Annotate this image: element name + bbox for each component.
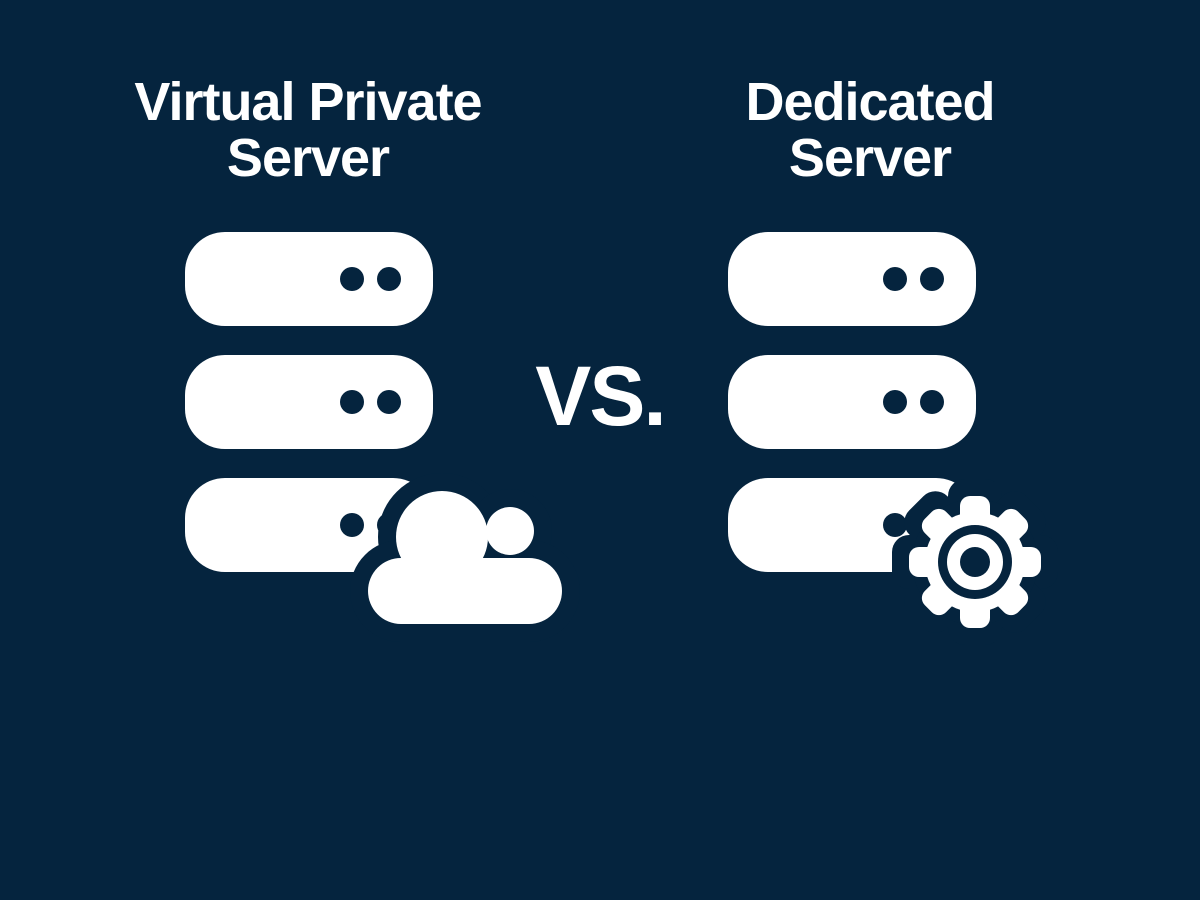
vps-title: Virtual Private Server: [88, 74, 528, 186]
server-led-dot: [920, 267, 944, 291]
server-row: [185, 232, 433, 326]
gear-icon-hub-hole: [960, 547, 990, 577]
server-led-dot: [340, 267, 364, 291]
server-led-dot: [377, 390, 401, 414]
vps-title-line2: Server: [226, 128, 390, 189]
server-row: [728, 232, 976, 326]
dedicated-server-stack-icon: [728, 232, 1058, 645]
dedicated-title-line1: Dedicated: [745, 72, 995, 132]
server-led-dot: [883, 267, 907, 291]
vps-title-line1: Virtual Private: [134, 72, 482, 132]
cloud-icon: [350, 473, 580, 642]
server-led-dot: [883, 390, 907, 414]
server-led-dot: [883, 513, 907, 537]
server-led-dot: [340, 513, 364, 537]
gear-icon: [892, 479, 1058, 645]
dedicated-title-line2: Server: [788, 128, 952, 189]
server-led-dot: [920, 390, 944, 414]
dedicated-title: Dedicated Server: [650, 74, 1090, 186]
cloud-icon-shape: [368, 491, 562, 624]
server-led-dot: [377, 267, 401, 291]
vs-label: VS.: [535, 349, 666, 443]
vps-server-stack-icon: [185, 232, 580, 642]
server-row: [185, 355, 433, 449]
server-led-dot: [340, 390, 364, 414]
server-row: [728, 355, 976, 449]
